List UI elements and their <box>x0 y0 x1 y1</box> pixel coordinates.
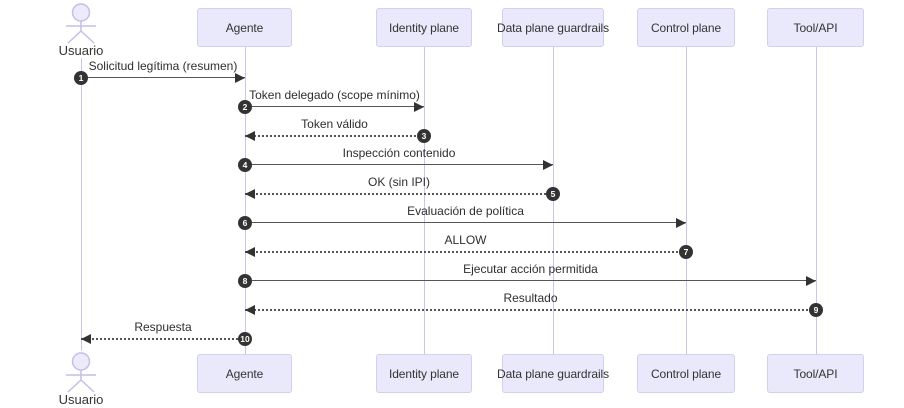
participant-bottom-control-plane: Control plane <box>637 354 735 393</box>
arrowhead-icon <box>235 73 245 83</box>
participant-top-identity-plane: Identity plane <box>376 8 472 47</box>
message-line <box>245 193 553 195</box>
sequence-badge: 8 <box>238 274 252 288</box>
sequence-badge: 3 <box>417 129 431 143</box>
arrowhead-icon <box>245 189 255 199</box>
arrowhead-icon <box>676 218 686 228</box>
lifeline-usuario <box>80 58 82 351</box>
participant-bottom-tool-api: Tool/API <box>767 354 864 393</box>
participant-bottom-agente: Agente <box>197 354 292 393</box>
message-line <box>245 251 686 253</box>
participant-label: Identity plane <box>389 366 459 381</box>
message-line <box>245 135 424 137</box>
arrowhead-icon <box>81 334 91 344</box>
arrowhead-icon <box>806 276 816 286</box>
sequence-badge: 5 <box>546 187 560 201</box>
participant-label: Agente <box>225 366 264 381</box>
message-label: Ejecutar acción permitida <box>463 262 598 276</box>
message-label: ALLOW <box>444 233 487 247</box>
arrowhead-icon <box>245 305 255 315</box>
actor-figure-usuario-top <box>66 3 96 44</box>
message-label: Inspección contenido <box>342 146 456 160</box>
sequence-badge: 6 <box>238 216 252 230</box>
participant-top-agente: Agente <box>197 8 292 47</box>
actor-label-usuario-top: Usuario <box>58 43 104 58</box>
message-label: Solicitud legítima (resumen) <box>88 59 238 73</box>
message-label: Evaluación de política <box>407 204 524 218</box>
participant-bottom-identity-plane: Identity plane <box>376 354 472 393</box>
sequence-badge: 10 <box>238 332 252 346</box>
message-label: OK (sin IPI) <box>367 175 430 189</box>
sequence-badge: 4 <box>238 158 252 172</box>
sequence-badge: 1 <box>74 71 88 85</box>
participant-label: Data plane guardrails <box>497 366 609 381</box>
message-label: Token válido <box>301 117 368 131</box>
actor-figure-usuario-bottom <box>66 352 96 393</box>
message-line <box>81 77 245 78</box>
participant-label: Control plane <box>650 366 722 381</box>
message-line <box>245 222 686 223</box>
participant-label: Tool/API <box>793 20 838 35</box>
participant-bottom-data-plane-guardrails: Data plane guardrails <box>497 354 609 393</box>
arrowhead-icon <box>245 131 255 141</box>
message-line <box>81 338 245 340</box>
message-line <box>245 280 816 281</box>
sequence-badge: 9 <box>809 303 823 317</box>
arrowhead-icon <box>245 247 255 257</box>
message-line <box>245 106 424 107</box>
participant-label: Identity plane <box>389 20 459 35</box>
participant-label: Control plane <box>650 20 722 35</box>
participant-label: Data plane guardrails <box>497 20 609 35</box>
participant-label: Tool/API <box>793 366 838 381</box>
message-label: Token delegado (scope mínimo) <box>249 88 420 102</box>
arrowhead-icon <box>543 160 553 170</box>
lifeline-control-plane <box>685 47 687 354</box>
lifeline-agente <box>244 47 246 354</box>
message-line <box>245 164 553 165</box>
message-line <box>245 309 816 311</box>
participant-top-tool-api: Tool/API <box>767 8 864 47</box>
lifeline-tool-api <box>815 47 817 354</box>
message-label: Respuesta <box>134 320 192 334</box>
lifeline-identity-plane <box>423 47 425 354</box>
participant-label: Agente <box>225 20 264 35</box>
participant-top-control-plane: Control plane <box>637 8 735 47</box>
arrowhead-icon <box>414 102 424 112</box>
actor-label-usuario-bottom: Usuario <box>58 392 104 407</box>
sequence-badge: 2 <box>238 100 252 114</box>
participant-top-data-plane-guardrails: Data plane guardrails <box>497 8 609 47</box>
sequence-badge: 7 <box>679 245 693 259</box>
message-label: Resultado <box>503 291 558 305</box>
